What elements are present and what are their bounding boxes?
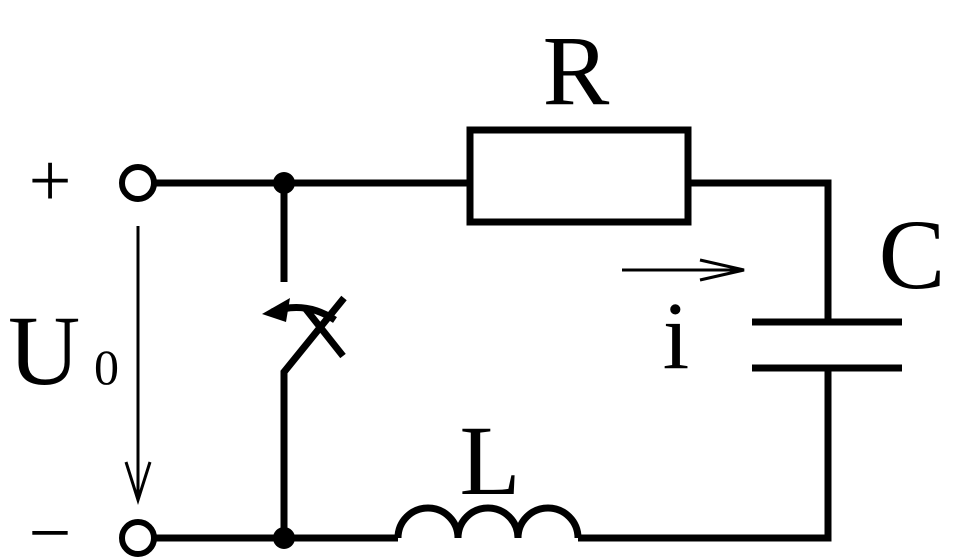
switch-arrowhead — [262, 298, 290, 322]
resistor-label: R — [543, 15, 610, 126]
switch-contact-cross — [302, 305, 346, 359]
capacitor-label: C — [879, 199, 946, 310]
voltage-label: U — [8, 295, 80, 406]
junction-dot-bottom — [273, 527, 295, 549]
voltage-subscript: 0 — [94, 339, 119, 395]
right-wire-bottom — [578, 368, 832, 542]
switch-wire-bottom — [280, 295, 347, 538]
current-arrow-head — [699, 258, 745, 282]
minus-sign: − — [29, 491, 72, 560]
inductor-label: L — [459, 405, 520, 516]
terminal-positive — [119, 164, 157, 202]
resistor — [466, 126, 692, 226]
junction-dot-top — [273, 172, 295, 194]
inductor — [394, 504, 582, 539]
current-label: i — [663, 282, 690, 389]
top-wire-right — [688, 179, 832, 322]
plus-sign: + — [29, 139, 72, 223]
terminal-negative — [119, 519, 157, 557]
voltage-arrow-head — [124, 461, 152, 505]
